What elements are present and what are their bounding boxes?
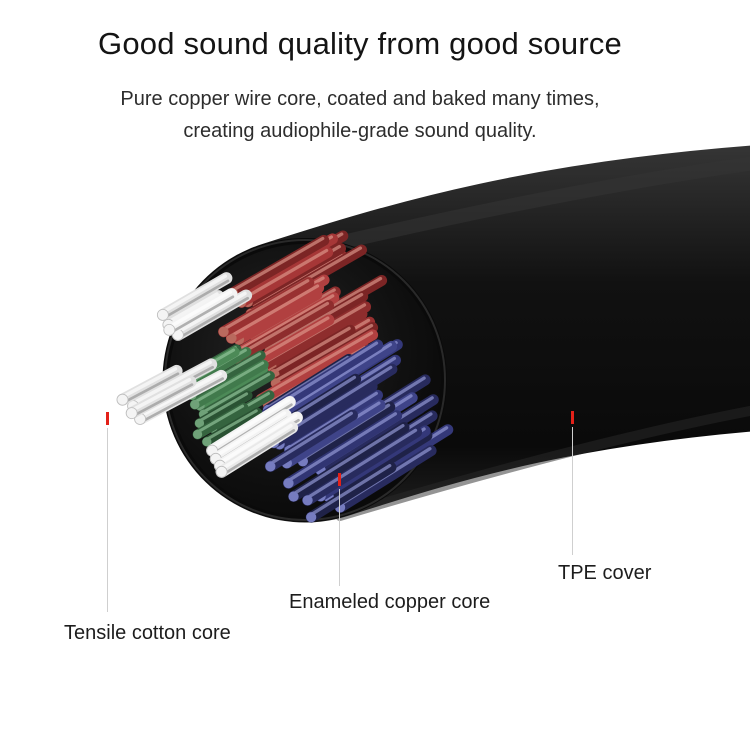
callout-tpe-cover: TPE cover [558, 562, 652, 584]
pointer-tick-tpe-cover [571, 411, 574, 424]
leader-line-tpe-cover [572, 427, 573, 555]
wire-bundles [116, 230, 454, 523]
page-title: Good sound quality from good source [98, 26, 622, 61]
subtitle-line-1: Pure copper wire core, coated and baked … [120, 88, 600, 110]
callout-tensile-cotton-core: Tensile cotton core [64, 622, 231, 644]
pointer-tick-enameled-copper-core [338, 473, 341, 486]
subtitle-line-2: creating audiophile-grade sound quality. [183, 120, 537, 142]
pointer-tick-tensile-cotton-core [106, 412, 109, 425]
leader-line-enameled-copper-core [339, 489, 340, 586]
tube-bottom-sheen [335, 405, 750, 521]
callout-enameled-copper-core: Enameled copper core [289, 591, 491, 613]
leader-line-tensile-cotton-core [107, 428, 108, 612]
tube-top-sheen [323, 156, 750, 252]
